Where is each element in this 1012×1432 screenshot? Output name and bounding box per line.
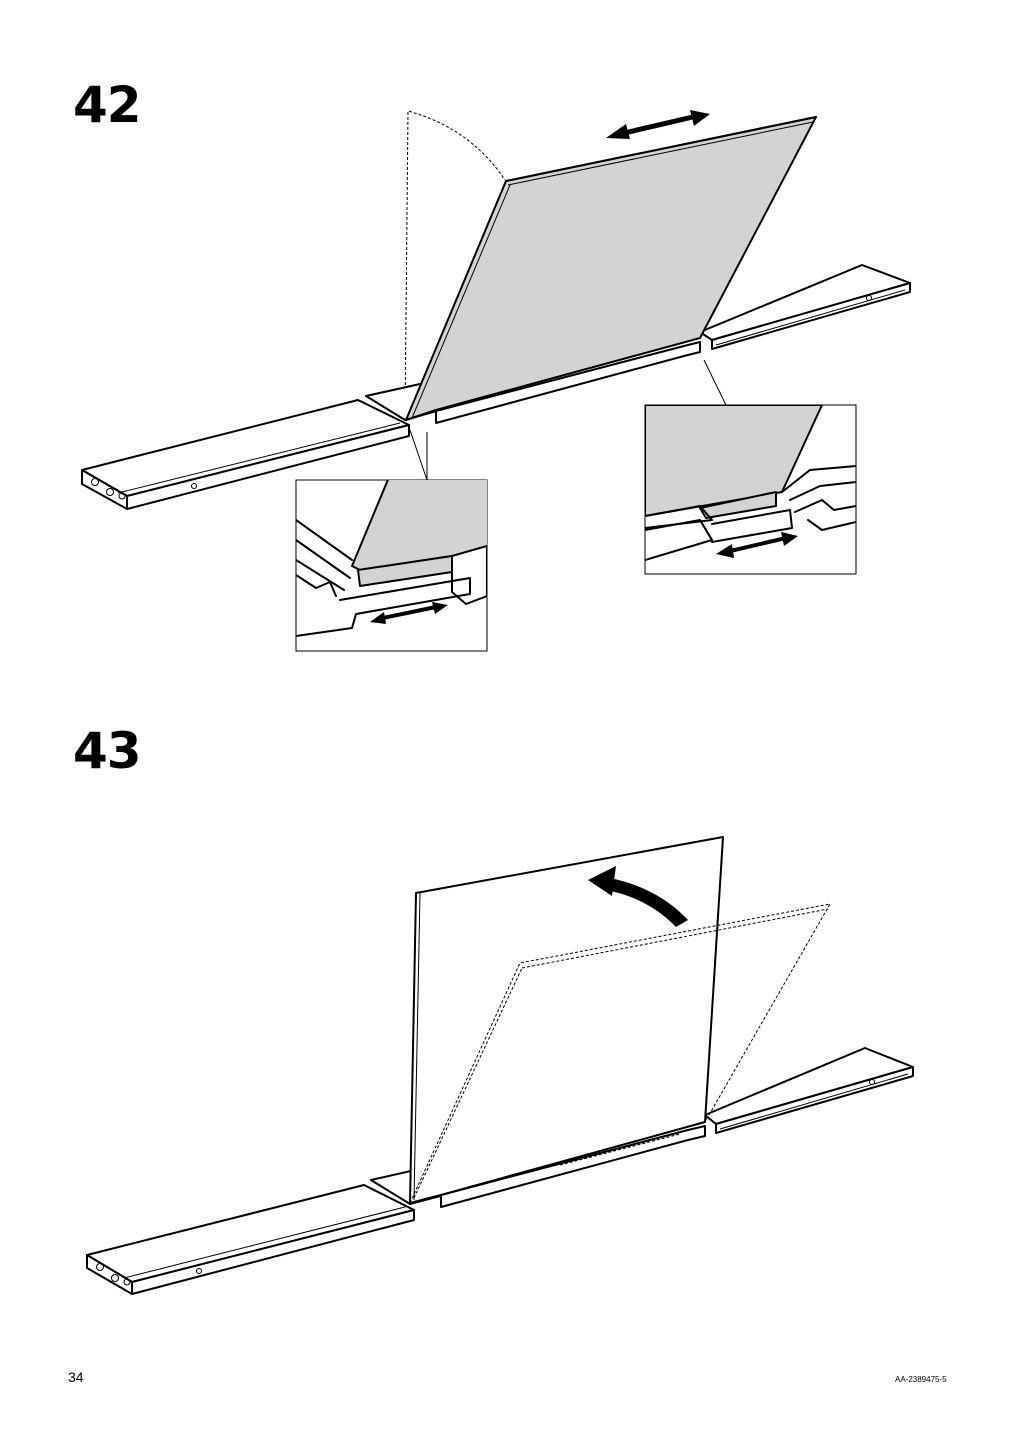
callout-leader-right <box>703 359 750 406</box>
step-number-42: 42 <box>73 76 142 134</box>
swing-path-dashed <box>404 110 506 421</box>
door-panel-upright <box>409 836 724 1204</box>
step-42-illustration <box>81 110 911 652</box>
right-base-rail-2 <box>704 1047 914 1134</box>
page-number: 34 <box>68 1369 84 1385</box>
rotate-arrow-icon <box>588 866 688 927</box>
left-base-rail-2 <box>86 1184 415 1295</box>
document-code: AA-2389475-5 <box>895 1375 947 1384</box>
step-number-43: 43 <box>73 722 142 780</box>
right-base-rail <box>699 264 911 350</box>
slide-arrow-icon <box>606 110 710 139</box>
door-panel-angled <box>405 116 817 421</box>
detail-view-left <box>295 479 488 652</box>
left-base-rail <box>81 399 410 510</box>
detail-view-right <box>644 404 857 575</box>
middle-rail-2 <box>440 1125 706 1208</box>
middle-rail <box>435 341 701 424</box>
step-43-illustration <box>86 836 914 1295</box>
previous-position-dashed <box>409 903 831 1204</box>
callout-leader-left <box>409 429 428 481</box>
